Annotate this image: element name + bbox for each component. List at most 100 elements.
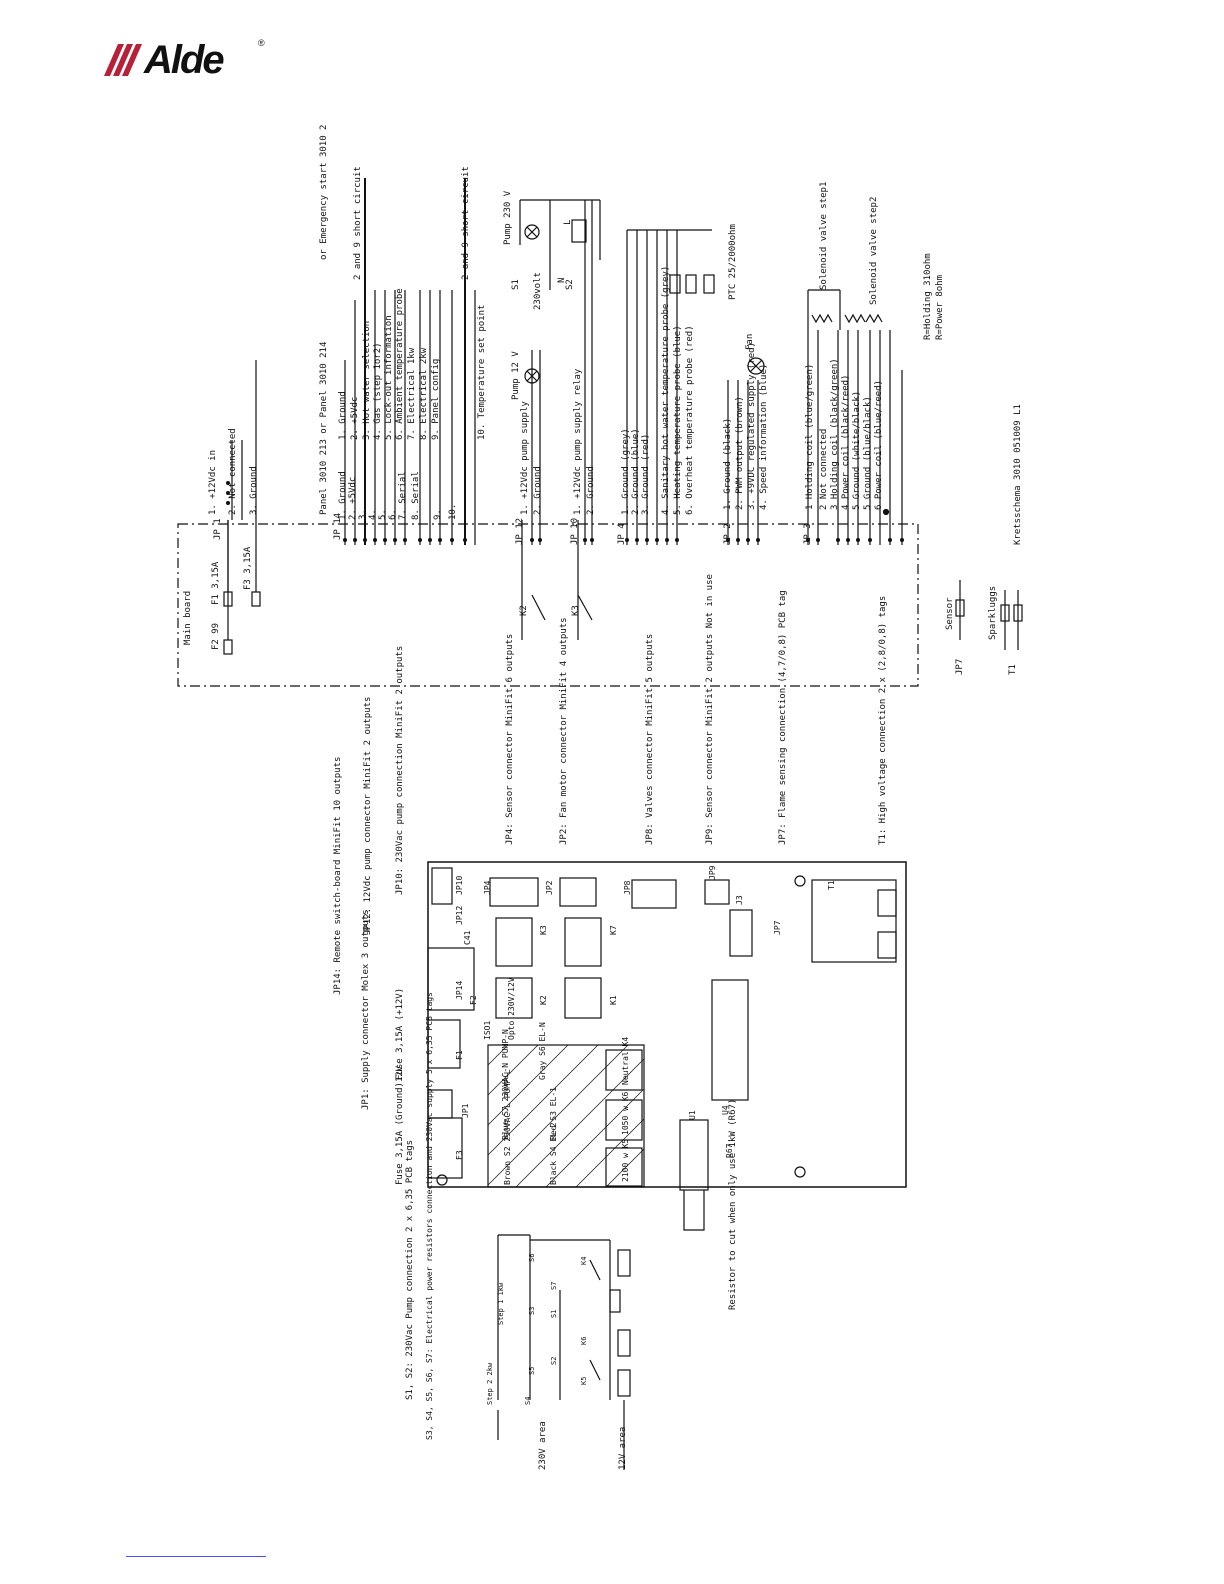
pcb-gray-s6: Gray S6 EL-N (538, 1022, 547, 1080)
jp14-left-2: 2. +5Vdc (348, 477, 358, 520)
jp14-left-6: 6. (388, 509, 398, 520)
pcb-k7: K7 (609, 925, 618, 935)
holding-label: R=Holding 310ohm (923, 253, 933, 340)
kretsschema-label: Kretsschema 3010 051009 L1 (1013, 404, 1023, 545)
jp3-pin-3: 3 Holding coil (black/green) (830, 358, 840, 510)
bottom-s1: S1 (550, 1310, 558, 1318)
jp14-left-4: 4. (368, 509, 378, 520)
pcb-brown-s2: Brown S2 230VAC-L PUMP-L (503, 1069, 512, 1185)
emergency-label: or Emergency start 3010 2 (319, 125, 329, 260)
pcb-jp1: JP1 (461, 1103, 470, 1118)
k2-label: K2 (519, 605, 529, 616)
jp14-left-7: 7. Serial (398, 471, 408, 520)
pcb-jp2: JP2 (545, 880, 554, 895)
annotation-r67: Resistor to cut when only use 1kW (R67) (728, 1099, 738, 1310)
pcb-opto: Opto 230V/12V (507, 977, 516, 1040)
jp14-right-7: 7. Electrical 1kw (407, 347, 417, 440)
jp3-pin-1: 1 Holding coil (blue/green) (805, 364, 815, 510)
jp10-pin-1: 1. +12Vdc pump supply relay (573, 368, 583, 515)
short-circuit-2: 2 and 9 short circuit (461, 166, 471, 280)
pcb-f1: F1 (455, 1050, 464, 1060)
pcb-jp10: JP10 (455, 876, 464, 895)
annotation-jp9: JP9: Sensor connector MiniFit 2 outputs … (705, 574, 715, 845)
jp4-pin-2: 2. Ground (blue) (631, 428, 641, 515)
jp14-left-1: 1. Ground (338, 471, 348, 520)
alde-logo: Alde ® (104, 36, 274, 84)
jp1-pin-2: 2. Not connected (228, 428, 238, 515)
pcb-jp4: JP4 (483, 880, 492, 895)
pcb-k3: K3 (539, 925, 548, 935)
jp1-pin-3: 3. Ground (249, 466, 259, 515)
pcb-jp14: JP14 (455, 981, 464, 1000)
pcb-k1: K1 (609, 995, 618, 1005)
bottom-step1: Step 1 1kw (497, 1282, 505, 1325)
bottom-s5: S5 (528, 1367, 536, 1375)
pcb-j3: J3 (735, 895, 744, 905)
annotation-jp2: JP2: Fan motor connector MiniFit 4 outpu… (559, 617, 569, 845)
jp2-pin-3: 3. +9VDC regulated supply (red) (747, 342, 757, 510)
pcb-jp12: JP12 (455, 906, 464, 925)
bottom-s6: S6 (528, 1254, 536, 1262)
annotation-jp8: JP8: Valves connector MiniFit 5 outputs (645, 634, 655, 845)
fuse-f1-label: F1 3,15A (211, 561, 221, 605)
main-board-label: Main board (183, 591, 193, 645)
area-12v: 12V area (618, 1427, 628, 1470)
pcb-k2: K2 (539, 995, 548, 1005)
fuse-f2-label: F2 99 (211, 623, 221, 650)
fan-label: Fan (745, 334, 755, 350)
pump230-label: Pump 230 V (503, 190, 513, 245)
jp14-right-5: 5. Lock-out information (384, 315, 394, 440)
main-board-outline (177, 523, 919, 687)
v230-label: 230volt (533, 272, 543, 310)
pcb-jp7: JP7 (773, 920, 782, 935)
jp3-pin-4: 4 Power coil (black/reed) (841, 375, 851, 510)
jp4-pin-6: 6. Overheat temperature probe (red) (685, 325, 695, 515)
bottom-k4: K4 (580, 1257, 588, 1265)
pcb-2100-k5: 2100 w K5 (621, 1138, 630, 1182)
annotation-s1-s2: S1, S2: 230Vac Pump connection 2 x 6,35 … (405, 1140, 415, 1400)
annotation-fuse-2: Fuse 3,15A (Ground)12V (395, 1065, 405, 1185)
sparkluggs-label: Sparkluggs (988, 586, 998, 640)
n-label: N (557, 278, 567, 283)
brand-name: Alde (144, 38, 225, 82)
pcb-u1: U1 (688, 1110, 697, 1120)
jp10-label: JP 10 (570, 518, 580, 545)
jp1-pin-1: 1. +12Vdc in (208, 450, 218, 515)
annotation-jp1: JP1: Supply connector Molex 3 outputs (361, 910, 371, 1110)
bottom-k5: K5 (580, 1377, 588, 1385)
pump12-label: Pump 12 V (511, 351, 521, 400)
annotation-t1: T1: High voltage connection 2 x (2,8/0,8… (878, 596, 888, 845)
fuse-f3-label: F3 3,15A (243, 546, 253, 590)
valve1-label: Solenoid valve step1 (819, 182, 829, 290)
bottom-s7: S7 (550, 1282, 558, 1290)
jp14-right-3: 3. Hot water selection (362, 321, 372, 440)
jp14-left-5: 5. (378, 509, 388, 520)
jp7-label: JP7 (955, 659, 965, 675)
power-label: R=Power 8ohm (935, 275, 945, 340)
pcb-r67: R67 (725, 1143, 734, 1158)
jp14-label: JP 14 (333, 513, 343, 540)
jp14-right-8: 8. Electrical 2kw (419, 347, 429, 440)
valve2-label: Solenoid valve step2 (869, 197, 879, 305)
short-circuit-1: 2 and 9 short circuit (353, 166, 363, 280)
jp14-right-1: 1. Ground (338, 391, 348, 440)
jp3-pin-2: 2 Not connected (819, 429, 829, 510)
s1-label: S1 (511, 279, 521, 290)
panel-label: Panel 3010 213 or Panel 3010 214 (319, 342, 329, 515)
jp14-left-8: 8. Serial (411, 471, 421, 520)
jp4-pin-1: 1. Ground (grey) (621, 428, 631, 515)
pcb-1050-k6: 1050 w K6 (621, 1091, 630, 1135)
jp2-pin-1: 1. Ground (black) (723, 418, 733, 510)
annotation-s3-s7: S3, S4, S5, S6, S7: Electrical power res… (425, 992, 434, 1440)
jp12-label: JP 12 (515, 518, 525, 545)
jp14-left-10: 10. (448, 504, 458, 520)
bottom-s2: S2 (550, 1357, 558, 1365)
footer-link-underline[interactable] (126, 1556, 266, 1557)
jp12-pin-1: 1. +12Vdc pump supply (520, 401, 530, 515)
jp14-right-4: 4. Gas (step 1or2) (373, 342, 383, 440)
annotation-jp4: JP4: Sensor connector MiniFit 6 outputs (505, 634, 515, 845)
jp4-pin-4: 4. Sanitary hot water temperature probe … (661, 266, 671, 515)
l-label: L (563, 220, 573, 225)
jp4-pin-3: 3. Ground (red) (641, 434, 651, 515)
